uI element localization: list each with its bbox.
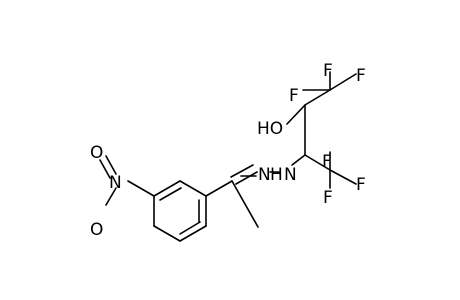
bond-f-cf3b-2 (329, 169, 357, 185)
bond-n-o-bottom (105, 187, 117, 206)
atom-hydroxyl: HO (257, 119, 283, 139)
atom-n-hydrazone: N (258, 165, 271, 185)
ring-bond-5 (179, 225, 207, 242)
bond-n-o-top-2 (99, 159, 111, 179)
atom-f-bot-right: F (356, 175, 366, 195)
ring-bond-2 (153, 180, 181, 197)
atom-label-layer: F F F F F F HO N N H O N O (90, 61, 366, 240)
bond-n-o-top-1 (105, 155, 117, 175)
ring-bond-4 (153, 225, 181, 242)
bond-ring-nitro (127, 180, 155, 197)
atom-o-top: O (90, 143, 103, 163)
bond-cf3a-c (304, 89, 331, 106)
bond-layer (99, 71, 357, 242)
bond-nh-c (291, 154, 306, 166)
ring-bond-1 (179, 180, 207, 197)
ring-inner-1 (159, 187, 182, 201)
atom-n-amine: N (284, 165, 297, 185)
bond-methyl (231, 180, 259, 228)
bond-c-n-double-3 (235, 171, 258, 185)
atom-f-low: F (322, 152, 332, 172)
atom-o-bottom: O (90, 220, 103, 240)
atom-n-nitro: N (109, 173, 122, 193)
bond-f-cf3a-3 (329, 73, 357, 91)
bond-c-ring (205, 180, 233, 197)
atom-f-top-right: F (323, 61, 333, 81)
bond-c-oh (286, 104, 306, 125)
atom-f-bottom: F (323, 188, 333, 208)
bond-cf3b-c (304, 154, 331, 171)
bond-c-n-double-2 (230, 164, 254, 178)
ring-inner-2 (179, 221, 201, 235)
atom-nh-hydrogen: H (270, 165, 283, 185)
atom-f-mid-right: F (356, 66, 366, 86)
atom-f-top-left: F (289, 86, 299, 106)
